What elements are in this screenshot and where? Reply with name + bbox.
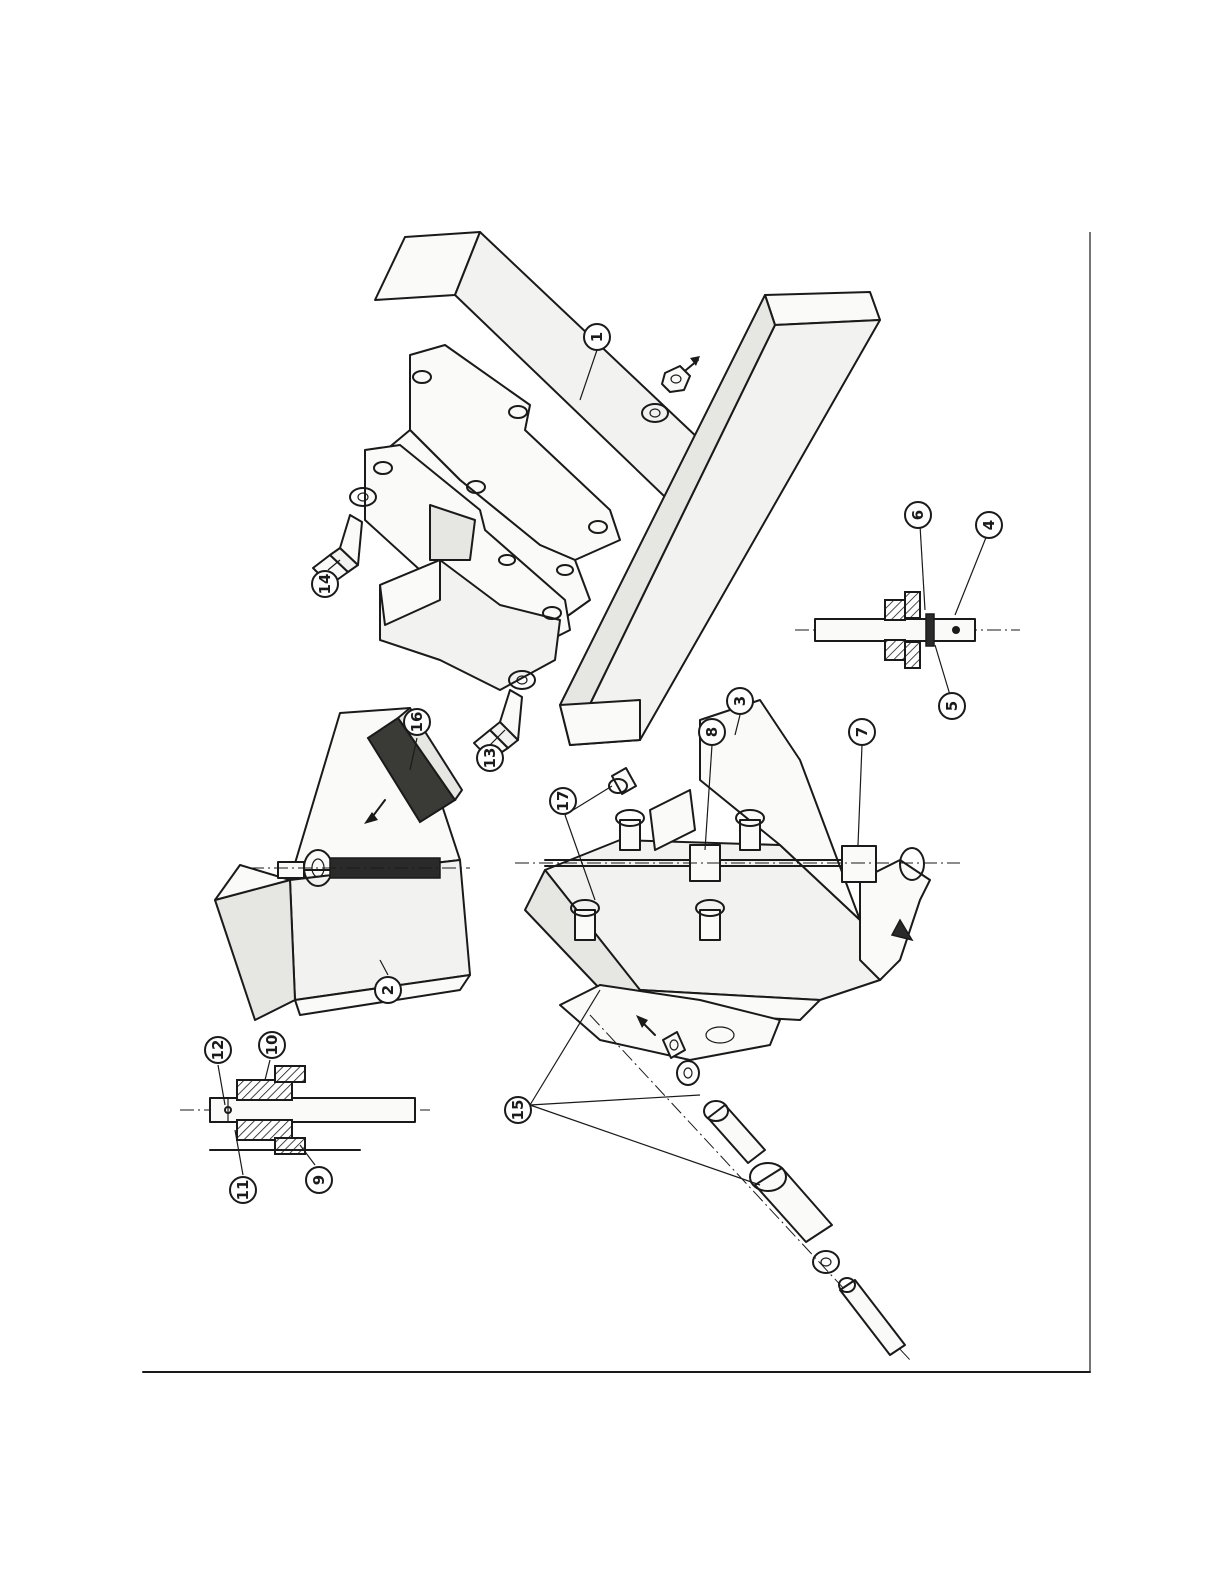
callout-3-label: 3 xyxy=(731,696,749,706)
callout-6: 6 xyxy=(905,502,931,528)
part-3-main-housing xyxy=(515,700,960,1060)
callout-10: 10 xyxy=(259,1032,285,1058)
callout-16-label: 16 xyxy=(408,712,426,733)
callout-16: 16 xyxy=(404,709,430,735)
part-1-mounting-beam xyxy=(365,232,880,745)
callout-6-label: 6 xyxy=(909,510,927,520)
callout-7-label: 7 xyxy=(853,727,871,737)
callout-15: 15 xyxy=(505,1097,531,1123)
callout-9-label: 9 xyxy=(310,1175,328,1185)
callout-1-label: 1 xyxy=(588,332,606,342)
callout-13: 13 xyxy=(477,745,503,771)
callout-2-label: 2 xyxy=(379,985,397,995)
callout-11-label: 11 xyxy=(234,1180,252,1201)
callout-12-label: 12 xyxy=(209,1040,227,1061)
callout-1: 1 xyxy=(584,324,610,350)
callout-2: 2 xyxy=(375,977,401,1003)
callout-7: 7 xyxy=(849,719,875,745)
callout-9: 9 xyxy=(306,1167,332,1193)
callout-3: 3 xyxy=(727,688,753,714)
callout-5: 5 xyxy=(939,693,965,719)
callout-17-label: 17 xyxy=(554,791,572,812)
part-15-shaft-assembly xyxy=(590,1015,910,1360)
section-detail-9-12 xyxy=(180,1066,430,1154)
callout-13-label: 13 xyxy=(481,748,499,769)
callout-11: 11 xyxy=(230,1177,256,1203)
callout-5-label: 5 xyxy=(943,701,961,711)
callout-14: 14 xyxy=(312,571,338,597)
callout-4-label: 4 xyxy=(980,520,998,530)
callout-4: 4 xyxy=(976,512,1002,538)
callout-14-label: 14 xyxy=(316,574,334,595)
callout-12: 12 xyxy=(205,1037,231,1063)
callout-17: 17 xyxy=(550,788,576,814)
callout-8-label: 8 xyxy=(703,727,721,737)
callout-15-label: 15 xyxy=(509,1100,527,1121)
section-detail-4-6 xyxy=(795,592,1020,668)
callout-10-label: 10 xyxy=(263,1035,281,1056)
callout-8: 8 xyxy=(699,719,725,745)
